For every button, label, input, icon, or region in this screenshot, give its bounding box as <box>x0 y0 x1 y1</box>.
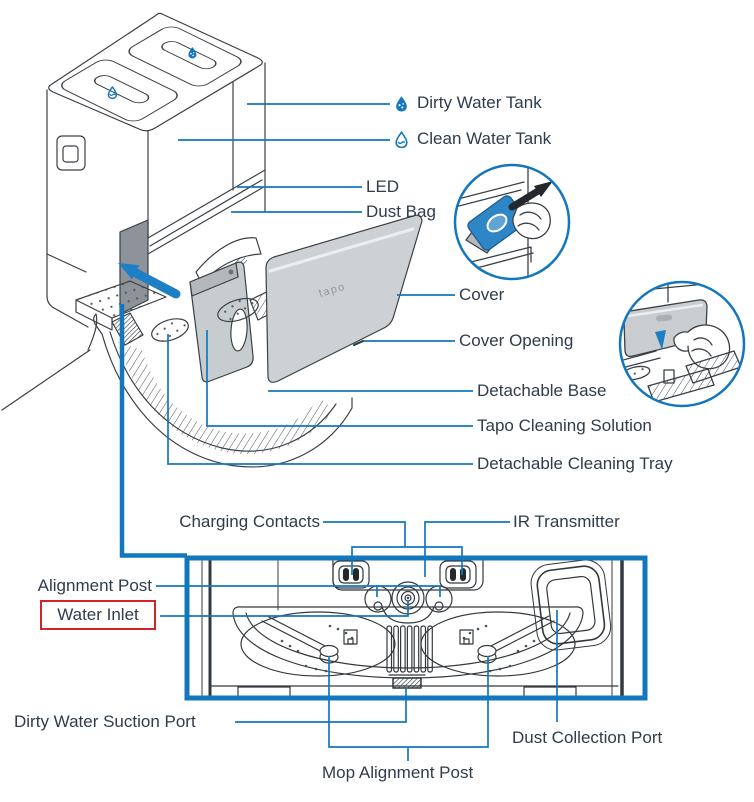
dust-collection-port-drawing <box>530 560 612 651</box>
callout-label: Detachable Base <box>477 381 607 400</box>
dirty-tank-drop-icon <box>188 46 197 59</box>
callout-label: Charging Contacts <box>179 512 320 531</box>
frame-connector-line <box>119 304 187 558</box>
dirty-water-suction-port-drawing <box>392 677 422 689</box>
callout-charging-contacts: Charging Contacts <box>150 512 320 532</box>
suction-grille <box>386 625 433 673</box>
dock-station-illustration: tapo <box>1 12 423 468</box>
inset-press-arrow <box>655 330 666 350</box>
bottom-view-panel <box>201 560 624 697</box>
callout-label: Cover Opening <box>459 331 574 350</box>
callout-dirty-water-tank: Dirty Water Tank <box>393 93 542 113</box>
callout-label: IR Transmitter <box>513 512 620 531</box>
callout-label: Alignment Post <box>37 576 152 595</box>
cleaning-tray-drawing <box>1 280 259 411</box>
callout-dirty-water-suction-port: Dirty Water Suction Port <box>14 712 196 732</box>
inset-hand <box>512 202 551 240</box>
callout-label: Dirty Water Tank <box>417 93 542 112</box>
inset-circle-border-2 <box>618 280 746 408</box>
callout-label: Dirty Water Suction Port <box>14 712 196 731</box>
callout-cover-opening: Cover Opening <box>459 331 573 351</box>
callout-alignment-post: Alignment Post <box>10 576 152 596</box>
cover-drawing: tapo <box>265 214 423 383</box>
callout-label: Cover <box>459 285 505 304</box>
station-left-face-outline <box>46 89 89 328</box>
water-drop-outline-icon <box>393 130 410 148</box>
clean-tank-drop-icon <box>107 86 118 100</box>
callout-tapo-cleaning-solution: Tapo Cleaning Solution <box>477 416 652 436</box>
callout-label: Mop Alignment Post <box>322 763 474 782</box>
charging-contact-left <box>332 560 370 589</box>
dust-bag-removal-inset <box>453 163 571 281</box>
callout-water-inlet-highlight: Water Inlet <box>40 600 156 630</box>
callout-label: Detachable Cleaning Tray <box>477 454 673 473</box>
callout-dust-bag: Dust Bag <box>366 202 436 222</box>
cover-open-inset <box>618 280 746 408</box>
callout-ir-transmitter: IR Transmitter <box>513 512 620 532</box>
callout-dust-collection-port: Dust Collection Port <box>512 728 662 748</box>
callout-clean-water-tank: Clean Water Tank <box>393 129 551 149</box>
callout-label: LED <box>366 177 400 196</box>
callout-led: LED <box>366 177 399 197</box>
bottom-view-frame <box>184 555 648 701</box>
callout-detachable-cleaning-tray: Detachable Cleaning Tray <box>477 454 673 474</box>
callout-mop-alignment-post: Mop Alignment Post <box>322 763 473 783</box>
inset-pull-arrow <box>508 181 553 211</box>
callout-label: Dust Collection Port <box>512 728 663 747</box>
callout-cover: Cover <box>459 285 504 305</box>
front-opening-edge <box>147 169 266 255</box>
inset-circle-border <box>453 163 571 281</box>
dust-bag-arrow <box>118 263 181 299</box>
callout-label: Water Inlet <box>57 605 139 624</box>
charging-contact-right <box>439 560 477 589</box>
water-drop-filled-icon <box>393 95 410 112</box>
callout-label: Dust Bag <box>366 202 436 221</box>
callout-label: Tapo Cleaning Solution <box>477 416 652 435</box>
cleaning-solution-bottle <box>189 261 254 383</box>
callout-detachable-base: Detachable Base <box>477 381 606 401</box>
left-latch <box>56 135 86 171</box>
callout-label: Clean Water Tank <box>417 129 552 148</box>
callout-leader-lines <box>156 103 558 761</box>
